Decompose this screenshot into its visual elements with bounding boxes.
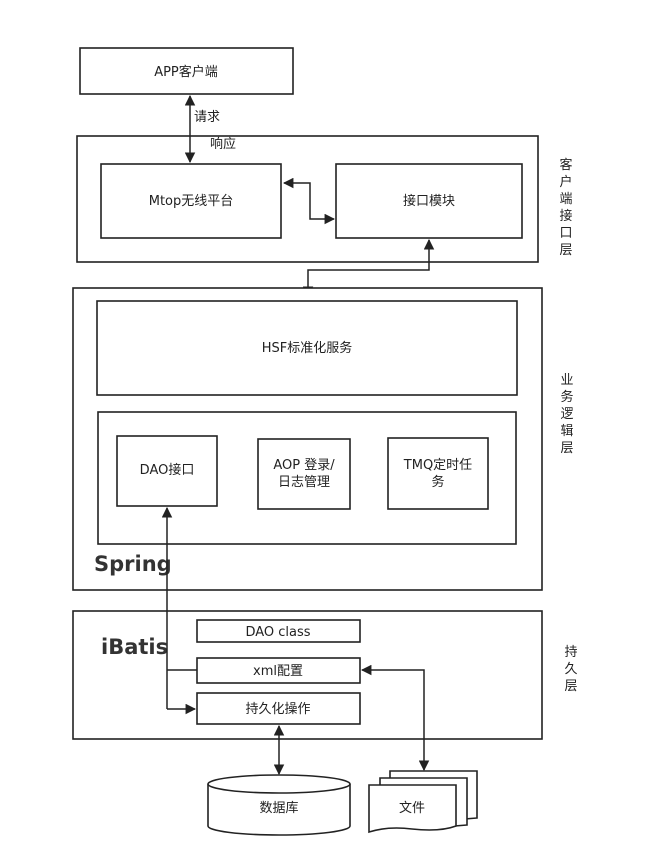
mtop-interface-arrow bbox=[282, 177, 336, 225]
mtop-box: Mtop无线平台 bbox=[100, 163, 282, 239]
persistence-layer-label: 持 久 层 bbox=[564, 645, 577, 694]
svg-text:逻: 逻 bbox=[560, 407, 573, 422]
app-client-label: APP客户端 bbox=[154, 64, 218, 80]
svg-text:端: 端 bbox=[559, 192, 572, 207]
mtop-label: Mtop无线平台 bbox=[149, 194, 234, 209]
tmq-box: TMQ定时任 务 bbox=[387, 437, 489, 510]
hsf-box: HSF标准化服务 bbox=[96, 300, 518, 396]
business-layer-label: 业 务 逻 辑 层 bbox=[560, 373, 573, 456]
database-label: 数据库 bbox=[259, 800, 298, 816]
database-cylinder: 数据库 bbox=[207, 774, 351, 836]
svg-text:辑: 辑 bbox=[560, 424, 573, 439]
dao-interface-label: DAO接口 bbox=[140, 462, 195, 478]
hsf-label: HSF标准化服务 bbox=[262, 340, 353, 356]
app-client-box: APP客户端 bbox=[79, 47, 294, 95]
tmq-label-line1: TMQ定时任 bbox=[403, 458, 472, 473]
dao-class-label: DAO class bbox=[245, 625, 310, 640]
svg-text:久: 久 bbox=[564, 662, 577, 677]
interface-business-arrow bbox=[302, 238, 435, 298]
aop-label-line2: 日志管理 bbox=[278, 475, 330, 490]
svg-text:客: 客 bbox=[559, 157, 572, 173]
aop-label-line1: AOP 登录/ bbox=[273, 458, 335, 473]
interface-module-label: 接口模块 bbox=[403, 193, 455, 209]
client-layer-label: 客 户 端 接 口 层 bbox=[559, 157, 572, 258]
svg-text:务: 务 bbox=[560, 389, 573, 405]
file-documents: 文件 bbox=[368, 770, 478, 834]
svg-text:层: 层 bbox=[559, 243, 572, 258]
svg-text:接: 接 bbox=[559, 208, 572, 224]
request-label: 请求 bbox=[194, 110, 220, 125]
ibatis-label: iBatis bbox=[101, 635, 168, 659]
tmq-label-line2: 务 bbox=[431, 474, 444, 490]
dao-interface-box: DAO接口 bbox=[116, 435, 218, 507]
response-label: 响应 bbox=[210, 136, 236, 152]
aop-box: AOP 登录/ 日志管理 bbox=[257, 438, 351, 510]
xml-config-box: xml配置 bbox=[196, 657, 361, 684]
xml-config-label: xml配置 bbox=[253, 664, 303, 679]
svg-text:持: 持 bbox=[564, 645, 577, 660]
file-label: 文件 bbox=[399, 801, 425, 816]
persist-op-box: 持久化操作 bbox=[196, 692, 361, 725]
interface-module-box: 接口模块 bbox=[335, 163, 523, 239]
svg-text:业: 业 bbox=[560, 373, 573, 388]
dao-class-box: DAO class bbox=[196, 619, 361, 643]
svg-text:口: 口 bbox=[559, 226, 572, 241]
persist-op-label: 持久化操作 bbox=[245, 701, 310, 717]
spring-label: Spring bbox=[94, 552, 172, 576]
xml-file-arrow bbox=[360, 664, 430, 772]
svg-text:户: 户 bbox=[559, 174, 572, 190]
svg-text:层: 层 bbox=[560, 441, 573, 456]
svg-text:层: 层 bbox=[564, 679, 577, 694]
